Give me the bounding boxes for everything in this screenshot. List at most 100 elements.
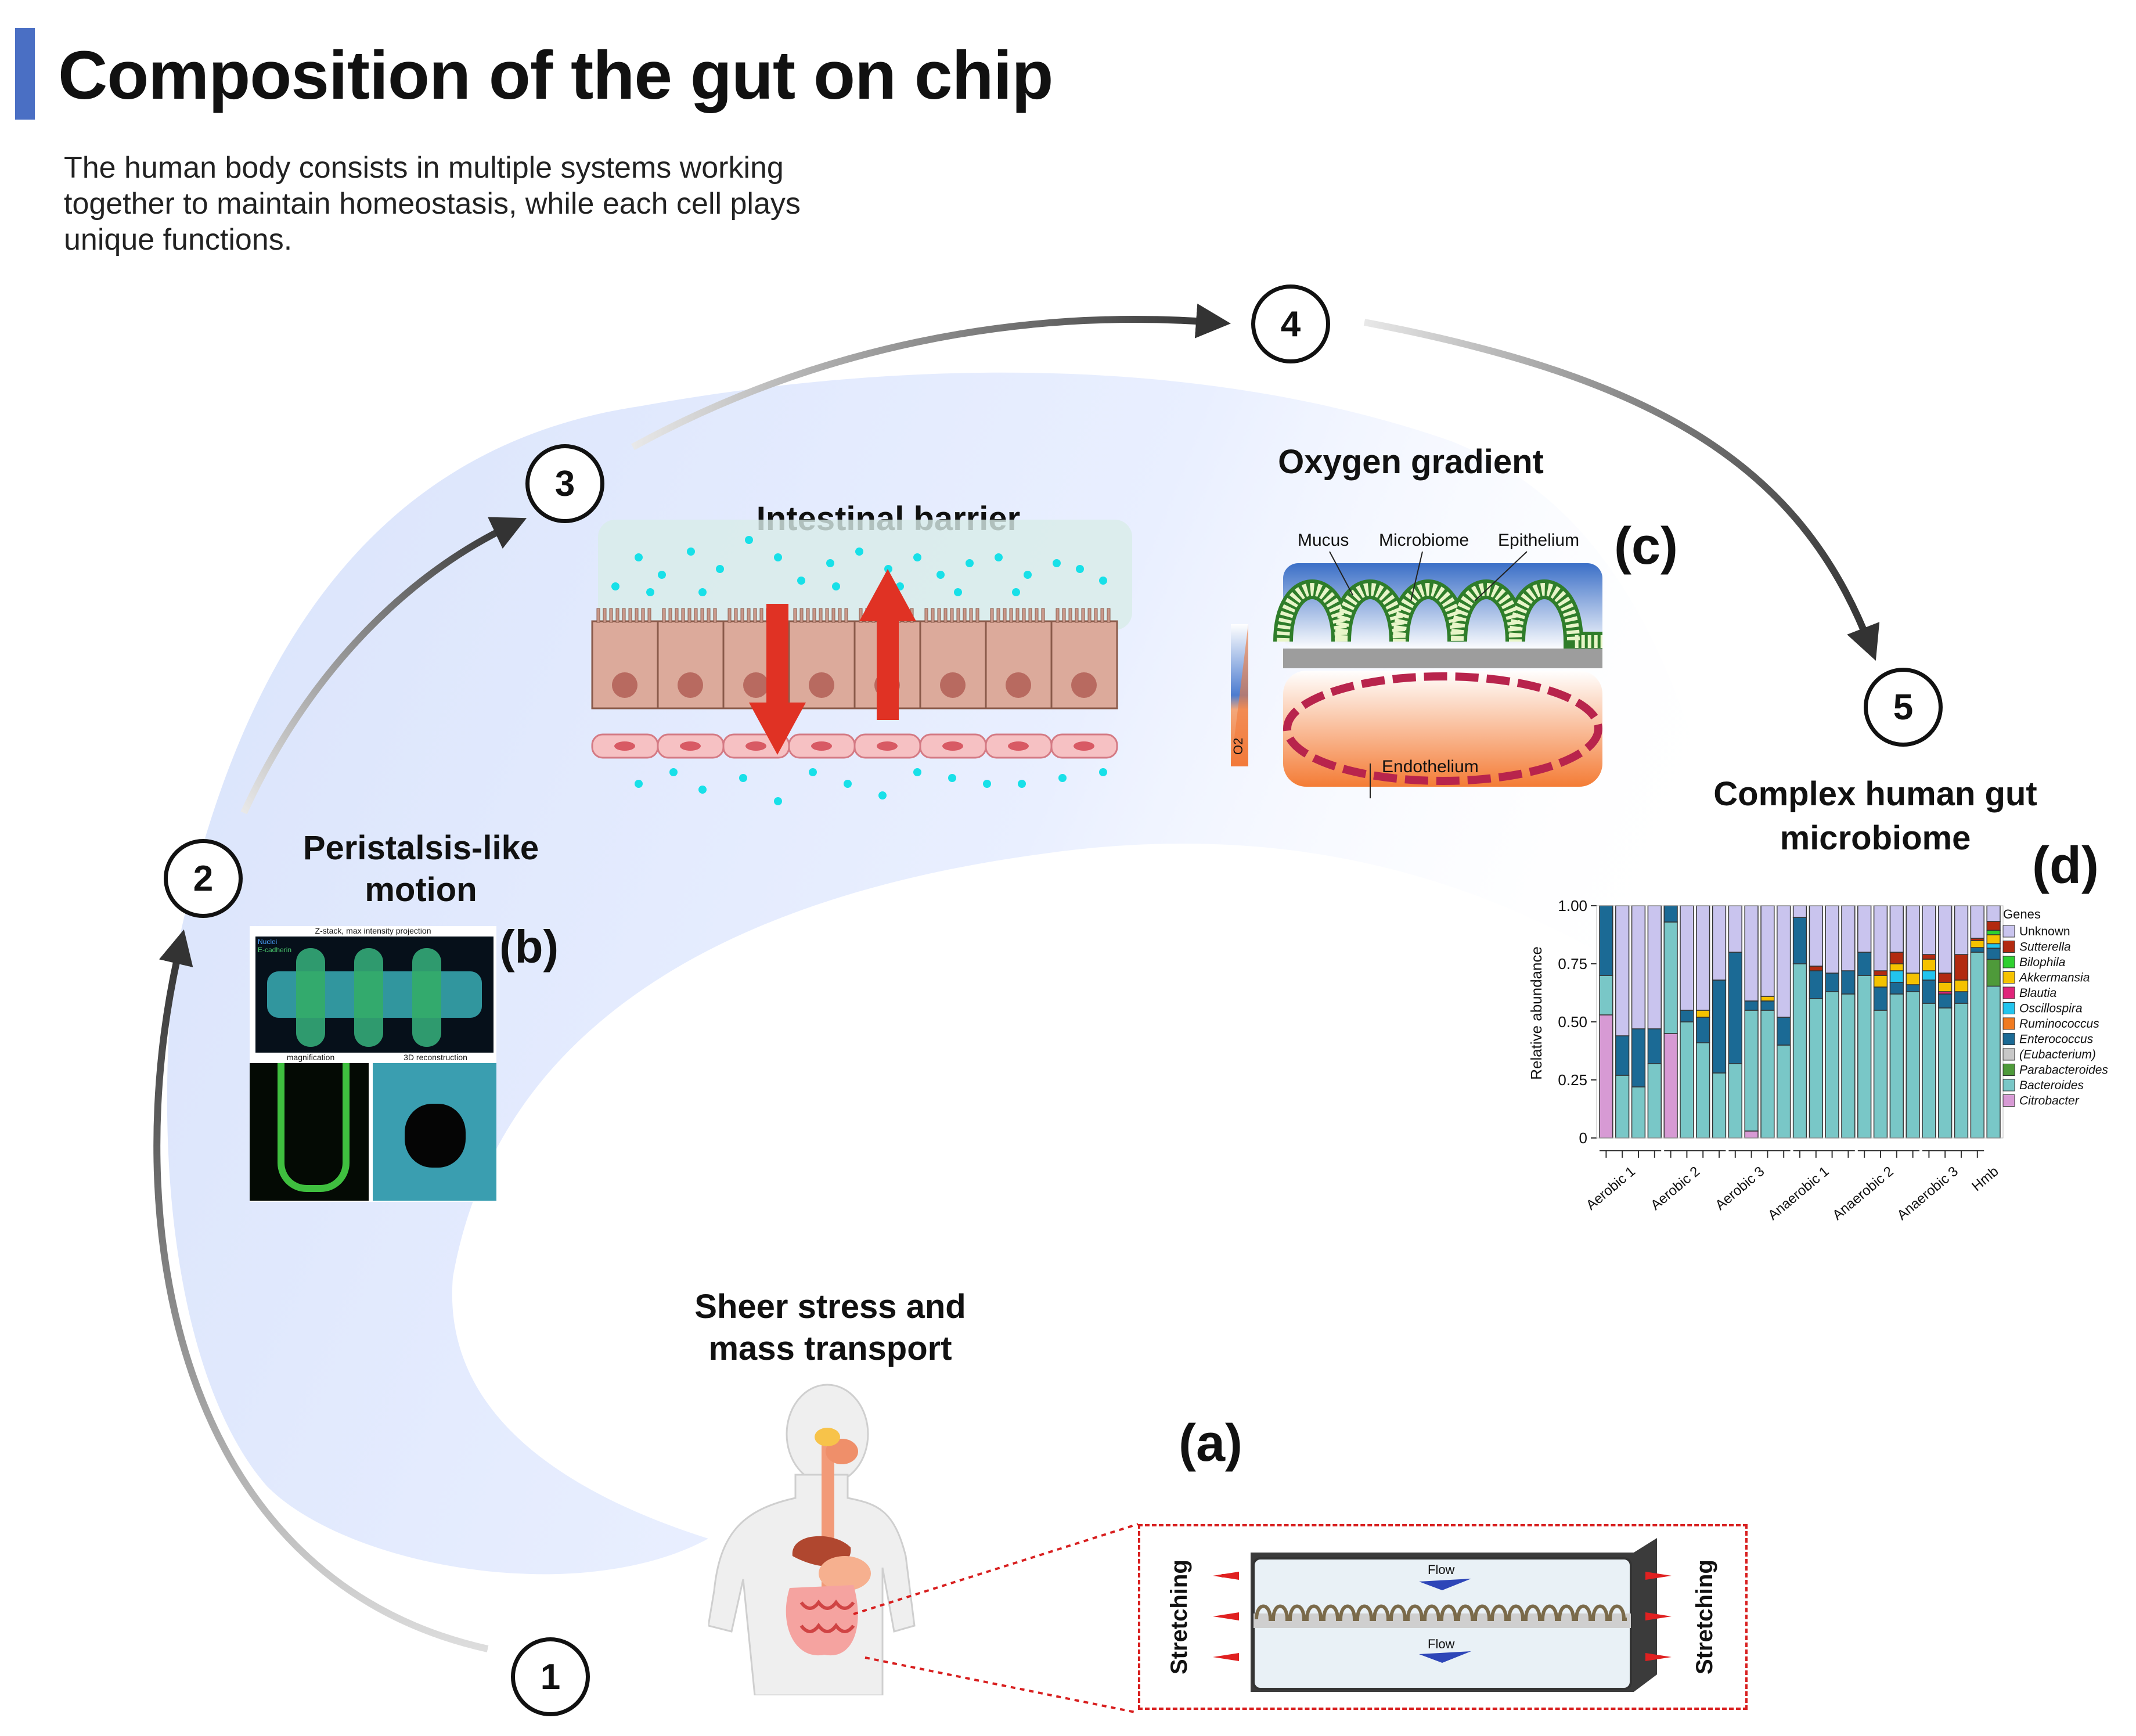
bar-segment [1663, 1033, 1678, 1139]
endothelium-label: Endothelium [1382, 757, 1479, 776]
epithelium-label: Epithelium [1498, 531, 1579, 550]
bar-segment [1696, 1042, 1710, 1139]
x-group-label: Anaerobic 2 [1829, 1164, 1896, 1223]
bar-segment [1954, 979, 1969, 992]
microbiome-label: Microbiome [1379, 531, 1469, 550]
molecule-dot [669, 768, 678, 776]
bar-segment [1647, 905, 1662, 1029]
bar-segment [1599, 975, 1613, 1015]
bar-segment [1889, 952, 1904, 964]
bar-segment [1744, 1130, 1759, 1139]
molecule-dot [913, 768, 921, 776]
stretching-left-label: Stretching [1166, 1559, 1192, 1674]
bar-segment [1647, 1063, 1662, 1139]
molecule-dot [635, 780, 643, 788]
bar-segment [1615, 905, 1630, 1036]
y-tick-label: 1.00 [1558, 897, 1587, 914]
molecule-dot [1024, 571, 1032, 579]
mucus-label: Mucus [1298, 531, 1349, 550]
intestinal-barrier-illustration [591, 520, 1132, 805]
molecule-dot [611, 582, 619, 590]
molecule-dot [809, 768, 817, 776]
bar-segment [1970, 952, 1984, 1139]
legend-title: Genes [2003, 907, 2041, 921]
bar-segment [1712, 979, 1727, 1074]
y-tick-label: 0.25 [1558, 1071, 1587, 1089]
bar-segment [1938, 982, 1953, 992]
nuclei-legend: Nuclei [258, 938, 278, 946]
molecule-dot [878, 791, 887, 799]
bar-segment [1986, 985, 2001, 1139]
bar-segment [1792, 917, 1807, 964]
bar-segment [1712, 905, 1727, 981]
bar-segment [1986, 921, 2001, 931]
oxygen-gradient-illustration: O2 Mucus Microbiome Epithelium Endotheli… [1231, 531, 1602, 798]
bar-segment [1889, 905, 1904, 953]
heading-shear-stress: Sheer stress and mass transport [694, 1288, 966, 1367]
bar-segment [1922, 970, 1936, 981]
flow-bottom-label: Flow [1428, 1637, 1455, 1651]
bar-segment [1615, 1035, 1630, 1076]
microscopy-panel: Z-stack, max intensity projection Nuclei… [250, 926, 496, 1202]
legend-swatch [2002, 1017, 2015, 1030]
molecule-dot [913, 553, 921, 561]
bar-segment [1809, 970, 1823, 999]
x-group-label: Anaerobic 3 [1894, 1164, 1961, 1223]
reconstruction-caption: 3D reconstruction [404, 1053, 467, 1062]
bar-segment [1615, 1075, 1630, 1139]
title-accent-bar [15, 28, 35, 120]
bar-segment [1954, 954, 1969, 981]
bar-segment [1954, 1003, 1969, 1139]
bar-segment [1938, 993, 1953, 1009]
molecule-dot [646, 588, 654, 596]
bar-segment [1777, 905, 1791, 1018]
bar-segment [1841, 905, 1856, 971]
bar-segment [1873, 986, 1888, 1011]
bar-segment [1873, 975, 1888, 988]
chip-illustration: Flow Flow Stretching Stretching [1166, 1538, 1717, 1692]
bar-segment [1728, 905, 1742, 953]
bar-segment [1922, 905, 1936, 955]
y-tick-label: 0.75 [1558, 955, 1587, 973]
cell-nucleus [612, 672, 637, 698]
x-group-label: Anaerobic 1 [1765, 1164, 1832, 1223]
panel-label-d: (d) [2032, 837, 2099, 895]
bar-segment [1744, 905, 1759, 1002]
cell-nucleus [678, 672, 703, 698]
bar-segment [1954, 991, 1969, 1004]
legend-swatch [2002, 956, 2015, 968]
human-gut-figure [708, 1384, 916, 1695]
molecule-dot [855, 548, 863, 556]
bar-segment [1792, 963, 1807, 1139]
bar-segment [1712, 1072, 1727, 1139]
ecadherin-legend: E-cadherin [258, 946, 292, 954]
y-tick-label: 0 [1579, 1129, 1587, 1147]
legend-swatch [2002, 941, 2015, 953]
step-4-badge: 4 [1251, 284, 1330, 363]
legend-swatch [2002, 1002, 2015, 1014]
bar-segment [1696, 905, 1710, 1011]
molecule-dot [635, 553, 643, 561]
cell-nucleus [809, 672, 834, 698]
bar-segment [1938, 973, 1953, 983]
molecule-dot [716, 565, 724, 573]
bar-segment [1841, 993, 1856, 1139]
bar-segment [1986, 934, 2001, 945]
legend-label: Blautia [2019, 986, 2056, 1000]
bar-segment [1906, 905, 1920, 974]
bar-segment [1777, 1017, 1791, 1046]
bar-segment [1889, 993, 1904, 1139]
bar-segment [1809, 905, 1823, 967]
magnification-image [250, 1063, 369, 1201]
cell-nucleus [940, 672, 966, 698]
molecule-dot [995, 553, 1003, 561]
bar-segment [1986, 905, 2001, 922]
bar-segment [1728, 1063, 1742, 1139]
molecule-dot [1058, 774, 1067, 782]
molecule-dot [832, 582, 840, 590]
bar-segment [1744, 1010, 1759, 1132]
step-3-badge: 3 [525, 444, 604, 523]
bar-segment [1825, 991, 1839, 1139]
bar-segment [1760, 1010, 1775, 1139]
molecule-dot [1076, 565, 1084, 573]
